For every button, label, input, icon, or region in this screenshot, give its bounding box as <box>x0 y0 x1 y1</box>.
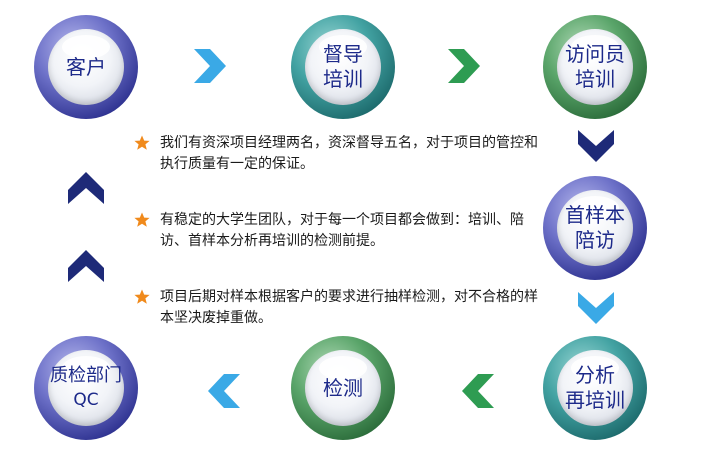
node-label-line1: 分析 <box>575 363 615 387</box>
node-label-line1: 质检部门 <box>50 365 122 386</box>
chevron-right-icon <box>194 49 226 83</box>
node-label-line1: 访问员 <box>565 42 625 66</box>
node-client: 客户 <box>34 15 138 119</box>
node-supervisor-training: 督导 培训 <box>291 15 395 119</box>
chevron-down-icon <box>578 292 614 324</box>
note-text: 有稳定的大学生团队，对于每一个项目都会做到：培训、陪访、首样本分析再培训的检测前… <box>160 212 524 249</box>
node-label-line1: 首样本 <box>565 203 625 227</box>
star-icon <box>134 135 150 150</box>
node-label: 检测 <box>323 375 363 400</box>
chevron-up-icon <box>68 250 104 282</box>
note-text: 我们有资深项目经理两名，资深督导五名，对于项目的管控和执行质量有一定的保证。 <box>160 135 538 172</box>
node-label-line2: QC <box>73 390 99 410</box>
node-interviewer-training: 访问员 培训 <box>543 15 647 119</box>
chevron-left-icon <box>462 374 494 408</box>
node-label-line2: 培训 <box>575 67 615 91</box>
star-icon <box>134 289 150 304</box>
node-label: 客户 <box>66 54 106 79</box>
node-label-line1: 督导 <box>323 42 363 66</box>
chevron-down-icon <box>578 130 614 162</box>
chevron-left-icon <box>208 374 240 408</box>
chevron-up-icon <box>68 172 104 204</box>
node-analysis-retraining: 分析 再培训 <box>543 336 647 440</box>
chevron-right-icon <box>448 49 480 83</box>
node-qc-department: 质检部门 QC <box>34 336 138 440</box>
node-label-line2: 培训 <box>323 67 363 91</box>
star-icon <box>134 212 150 227</box>
node-first-sample-accompany: 首样本 陪访 <box>543 176 647 280</box>
note-text: 项目后期对样本根据客户的要求进行抽样检测，对不合格的样本坚决废掉重做。 <box>160 289 538 326</box>
node-inspection: 检测 <box>291 336 395 440</box>
node-label-line2: 再培训 <box>565 388 625 412</box>
node-label-line2: 陪访 <box>575 228 615 252</box>
